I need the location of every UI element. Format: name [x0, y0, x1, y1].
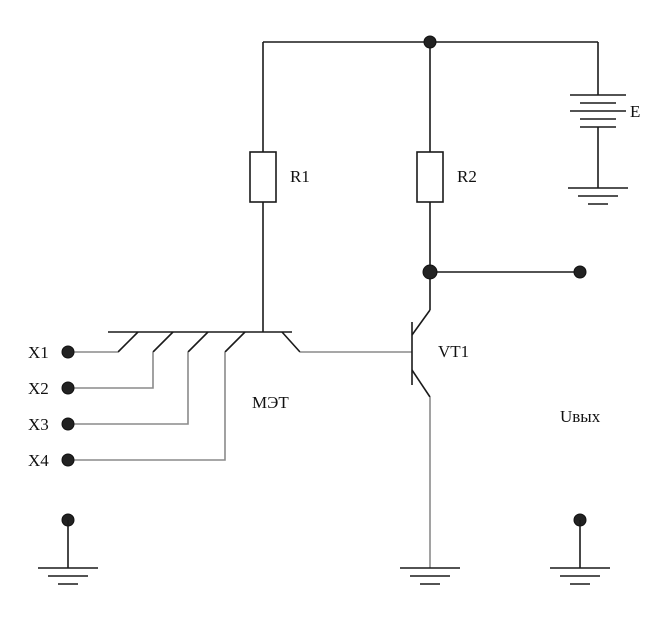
- collector-node: [422, 264, 438, 280]
- output-label: Uвых: [560, 407, 601, 426]
- input-label-x1: X1: [28, 343, 49, 362]
- input-terminal-x1: [61, 345, 75, 359]
- input-label-x2: X2: [28, 379, 49, 398]
- ground-transistor-symbol: [400, 567, 460, 585]
- top-junction-node: [423, 35, 437, 49]
- battery-e: [570, 94, 626, 188]
- input-label-x3: X3: [28, 415, 49, 434]
- r1-label: R1: [290, 167, 310, 186]
- r2-label: R2: [457, 167, 477, 186]
- input-terminal-x2: [61, 381, 75, 395]
- input-terminal-x3: [61, 417, 75, 431]
- ground-right-symbol: [550, 567, 610, 585]
- multi-emitter-transistor: [108, 331, 301, 353]
- output-terminal: [573, 265, 587, 279]
- ground-left-symbol: [38, 567, 98, 585]
- top-rail: [262, 41, 599, 152]
- input-label-x4: X4: [28, 451, 49, 470]
- input-wires: [70, 351, 226, 461]
- transistor-vt1: [411, 309, 431, 398]
- resistor-r1: [249, 151, 277, 203]
- ground-battery-symbol: [568, 187, 628, 205]
- input-terminal-x4: [61, 453, 75, 467]
- battery-label: E: [630, 102, 640, 121]
- met-label: МЭТ: [252, 393, 289, 412]
- transistor-label: VT1: [438, 342, 469, 361]
- resistor-r2: [416, 151, 444, 203]
